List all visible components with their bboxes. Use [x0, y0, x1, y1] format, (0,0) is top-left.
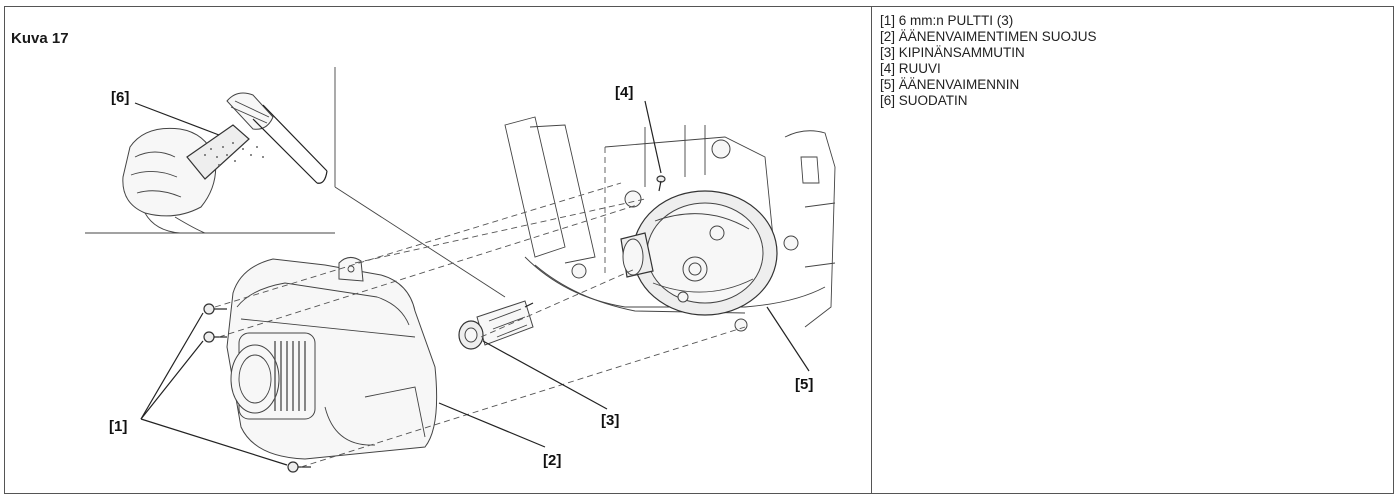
leader-lines [134, 100, 810, 466]
inset-divider-slant [334, 186, 506, 298]
bolts [203, 303, 311, 473]
callout-1: [1] [109, 418, 127, 435]
illustration-cell: [6] [4] [1] [2] [3] [5] Kuva 17 [5, 7, 872, 493]
legend-item: [1] 6 mm:n PULTTI (3) [880, 13, 1014, 28]
screw [656, 175, 666, 192]
legend-item: [2] ÄÄNENVAIMENTIMEN SUOJUS [880, 29, 1097, 44]
filter-brush-inset [122, 92, 328, 234]
legend-item: [3] KIPINÄNSAMMUTIN [880, 45, 1025, 60]
legend-item: [6] SUODATIN [880, 93, 968, 108]
callout-2: [2] [543, 452, 561, 469]
spark-arrester [458, 300, 534, 350]
engine-body [504, 116, 836, 332]
muffler [620, 190, 778, 316]
callout-3: [3] [601, 412, 619, 429]
legend-item: [4] RUUVI [880, 61, 941, 76]
callout-5: [5] [795, 376, 813, 393]
legend-cell: [1] 6 mm:n PULTTI (3) [2] ÄÄNENVAIMENTIM… [872, 7, 1393, 493]
callout-4: [4] [615, 84, 633, 101]
exploded-view-illustration: [6] [4] [1] [2] [3] [5] [85, 67, 836, 473]
legend-item: [5] ÄÄNENVAIMENNIN [880, 77, 1020, 92]
muffler-protector [226, 257, 438, 460]
figure-table: [6] [4] [1] [2] [3] [5] Kuva 17 [1] 6 mm… [4, 6, 1394, 494]
callout-6: [6] [111, 89, 129, 106]
parts-legend: [1] 6 mm:n PULTTI (3) [2] ÄÄNENVAIMENTIM… [880, 13, 1387, 109]
figure-title: Kuva 17 [11, 30, 69, 47]
alignment-lines [214, 147, 746, 468]
